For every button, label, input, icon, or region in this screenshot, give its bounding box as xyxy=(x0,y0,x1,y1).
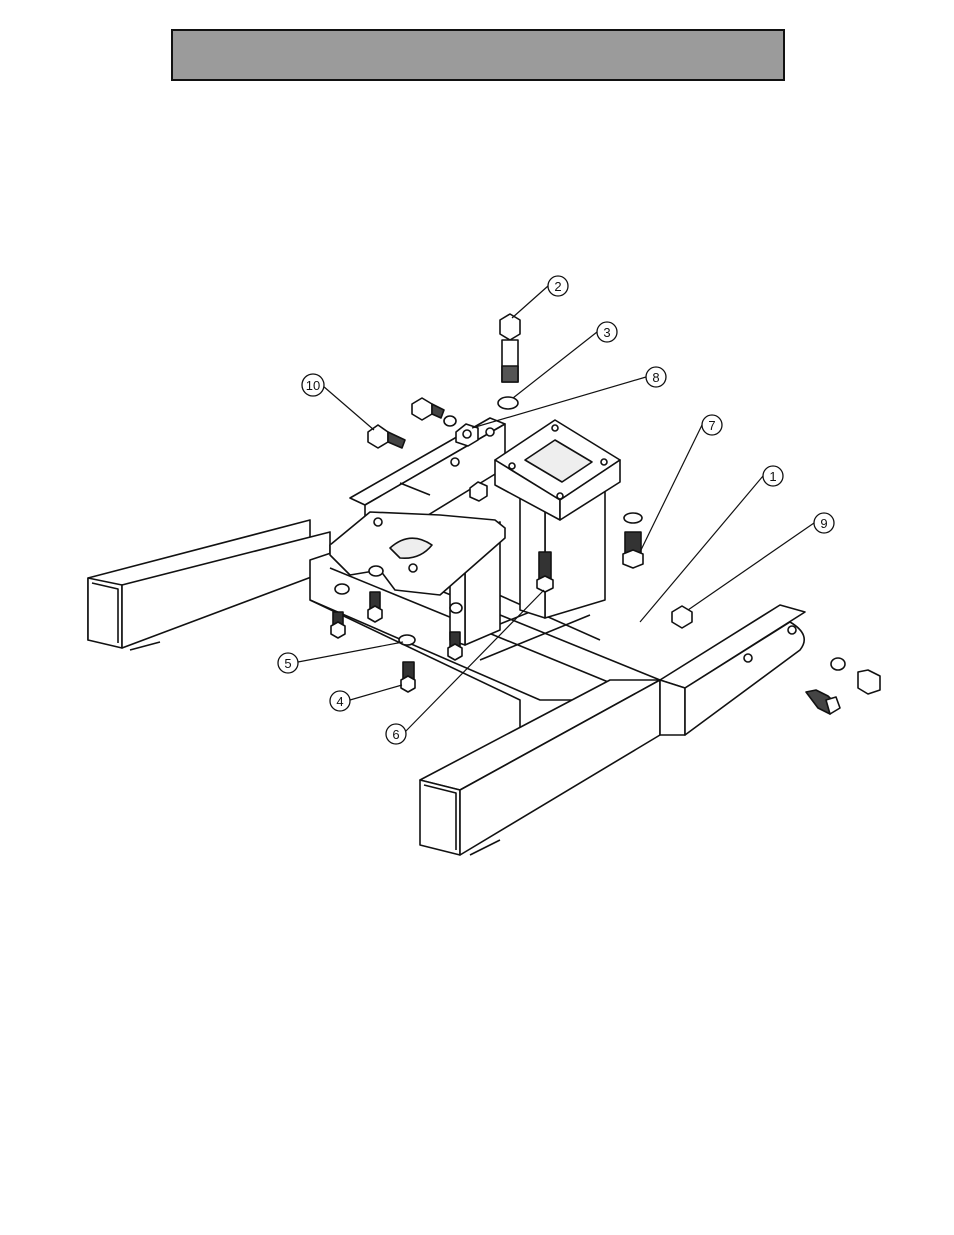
callout-9: 9 xyxy=(814,513,834,533)
svg-text:4: 4 xyxy=(336,694,343,709)
callout-10: 10 xyxy=(302,374,324,396)
callout-8: 8 xyxy=(646,367,666,387)
bolt-10b xyxy=(412,398,456,426)
callout-4: 4 xyxy=(330,691,350,711)
left-arm-tube xyxy=(88,520,330,650)
svg-text:6: 6 xyxy=(392,727,399,742)
right-arm-tube xyxy=(420,680,660,855)
svg-text:10: 10 xyxy=(306,378,320,393)
callout-3: 3 xyxy=(597,322,617,342)
callout-2: 2 xyxy=(548,276,568,296)
bolt-7 xyxy=(623,513,643,568)
svg-text:8: 8 xyxy=(652,370,659,385)
callout-1: 1 xyxy=(763,466,783,486)
bolt-6 xyxy=(537,552,553,592)
right-fasteners xyxy=(806,658,880,714)
svg-text:2: 2 xyxy=(554,279,561,294)
bolt-10 xyxy=(368,425,405,448)
callout-5: 5 xyxy=(278,653,298,673)
svg-text:1: 1 xyxy=(769,469,776,484)
washer-3 xyxy=(498,397,518,409)
vertical-post xyxy=(495,420,620,618)
callout-6: 6 xyxy=(386,724,406,744)
long-bolt xyxy=(500,314,520,382)
svg-text:3: 3 xyxy=(603,325,610,340)
svg-text:9: 9 xyxy=(820,516,827,531)
svg-text:5: 5 xyxy=(284,656,291,671)
svg-text:7: 7 xyxy=(708,418,715,433)
callout-7: 7 xyxy=(702,415,722,435)
